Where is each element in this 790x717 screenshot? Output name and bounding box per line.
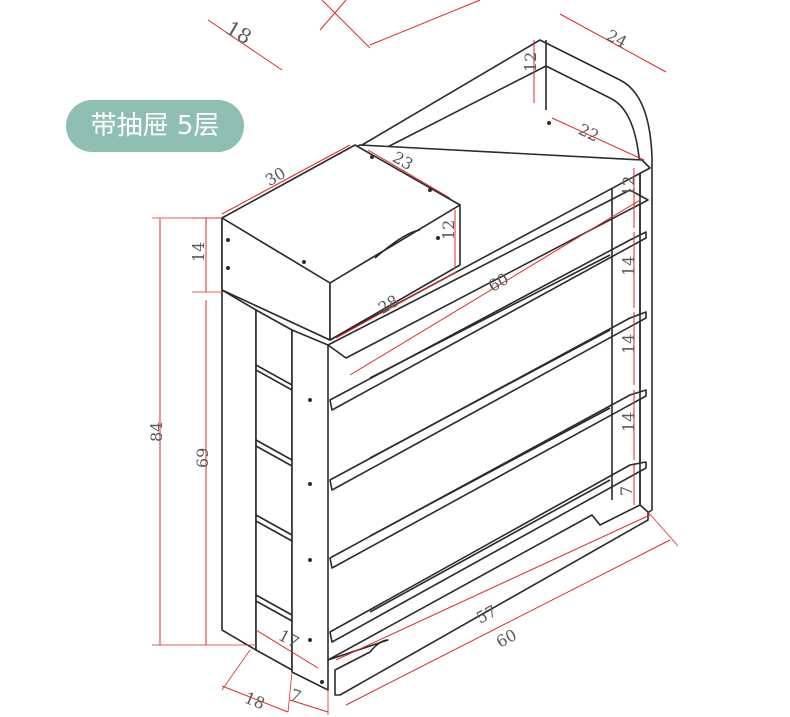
screw-hole: [436, 236, 440, 240]
screw-hole: [308, 398, 312, 402]
main-shelf-5: [329, 461, 647, 643]
dim-line-17: [255, 629, 319, 669]
screw-hole: [370, 155, 374, 159]
side-shelf-3: [255, 514, 293, 536]
dim-label-12-drawer: 12: [439, 220, 458, 240]
screw-hole: [308, 482, 312, 486]
main-shelf-1: [327, 189, 649, 359]
dim-line-top-diag: [321, 0, 371, 49]
dim-line-30: [221, 144, 351, 215]
screw-hole: [308, 638, 312, 642]
screw-hole: [302, 260, 306, 264]
side-shelf-1: [255, 364, 293, 386]
dim-line-60-bottom: [345, 539, 671, 706]
variant-badge: 带抽屉 5层: [66, 100, 244, 152]
side-shelf-3-b: [255, 520, 293, 542]
left-front-post: [255, 309, 293, 671]
dim-label-22: 22: [576, 120, 602, 146]
dim-line-28: [335, 271, 457, 339]
main-shelf-3: [329, 311, 647, 491]
side-shelf-2: [255, 439, 293, 461]
shelf-2-depth: [369, 329, 611, 459]
drawer-handle: [374, 229, 421, 259]
ext-line: [647, 511, 679, 547]
dimension-lines: [152, 0, 679, 715]
dim-label-14-c: 14: [619, 412, 638, 432]
dim-line-57: [335, 514, 651, 661]
dim-label-18-top: 18: [222, 16, 256, 50]
side-shelf-4-b: [255, 600, 293, 622]
screw-hole: [428, 188, 432, 192]
screw-hole: [320, 680, 324, 684]
screw-hole: [547, 121, 551, 125]
ext-line: [221, 649, 251, 691]
dim-line-18-top: [207, 19, 283, 71]
ext-line: [287, 671, 293, 713]
dim-label-14-b: 14: [619, 334, 638, 354]
side-shelf-1-b: [255, 369, 293, 391]
dim-label-14-drawer: 14: [189, 242, 208, 262]
dim-label-7-right: 7: [617, 486, 636, 496]
shelf-4-depth: [369, 479, 611, 613]
dim-line-60-shelf: [349, 199, 641, 376]
dim-label-12-back: 12: [521, 52, 540, 72]
dim-line-24: [559, 13, 667, 73]
dim-label-24: 24: [603, 26, 630, 52]
side-shelf-2-b: [255, 445, 293, 467]
dim-label-84: 84: [147, 422, 166, 442]
shelf-3-depth: [369, 407, 611, 537]
shelf-1-depth: [369, 254, 611, 379]
dim-line-7-base: [289, 699, 329, 713]
screw-hole: [308, 558, 312, 562]
side-shelf-4: [255, 594, 293, 616]
dim-label-14-a: 14: [619, 256, 638, 276]
dim-line-23: [367, 149, 451, 199]
dim-label-12-right: 12: [619, 176, 638, 196]
dim-label-69: 69: [193, 448, 212, 468]
dim-line-22: [551, 117, 645, 161]
dim-line-top-right: [369, 0, 481, 46]
main-shelf-4: [329, 389, 647, 569]
screw-hole: [226, 266, 230, 270]
left-side-panel: [221, 289, 257, 651]
dim-line-top-cross: [319, 0, 347, 31]
dim-label-60-bottom: 60: [493, 625, 520, 651]
dim-line-18-base: [221, 685, 289, 713]
dim-label-18-base: 18: [242, 688, 268, 713]
screw-hole: [226, 238, 230, 242]
